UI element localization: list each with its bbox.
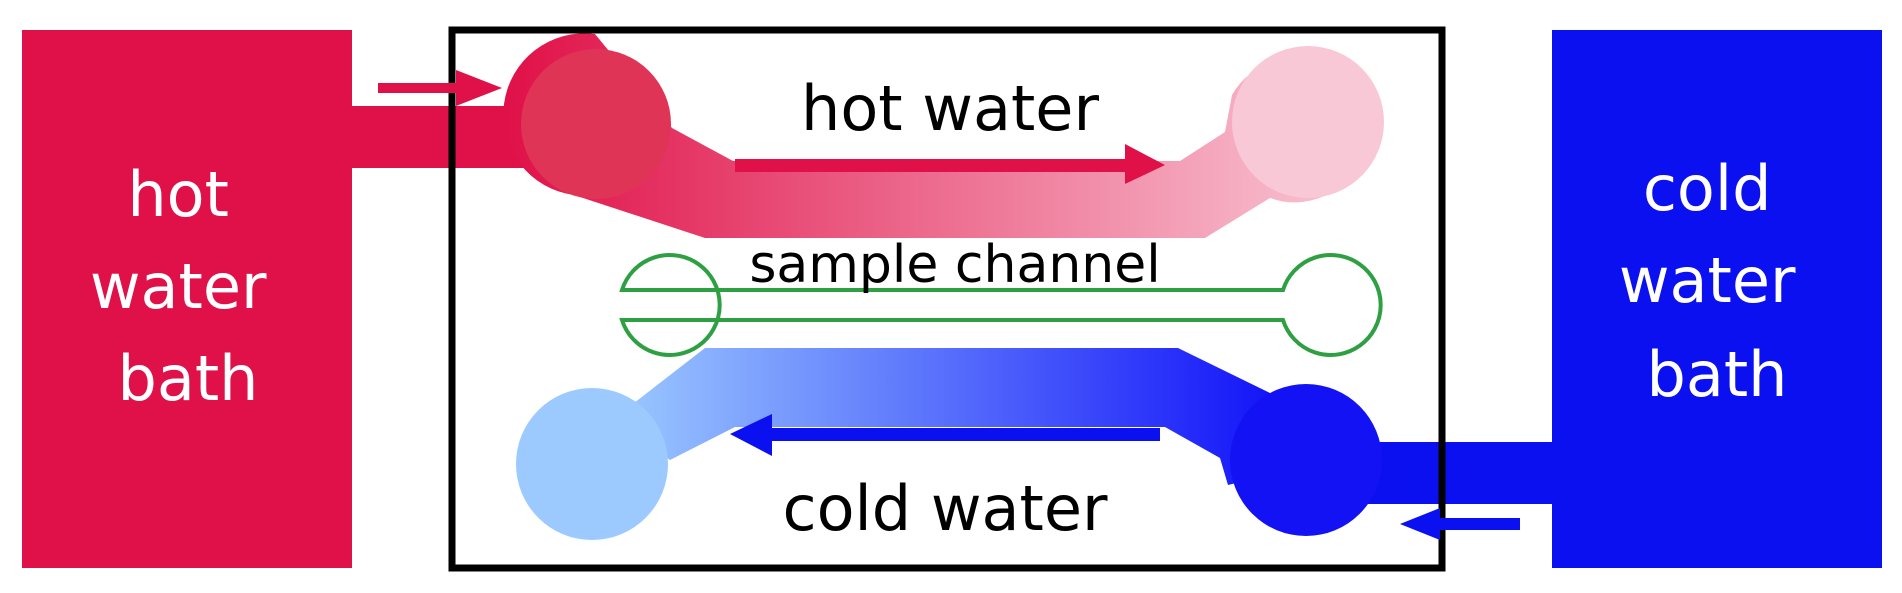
cold-channel-body bbox=[612, 348, 1290, 485]
cold-water-label: cold water bbox=[783, 472, 1108, 545]
hot-channel-body bbox=[503, 33, 1367, 239]
hot-water-channel bbox=[503, 33, 1384, 239]
sample-channel-outline bbox=[619, 253, 1383, 357]
hot-inflow-arrow bbox=[378, 70, 502, 106]
hot-bath-label-line-3: bath bbox=[118, 342, 259, 415]
hot-flow-arrow bbox=[735, 144, 1165, 184]
hot-bath-label-line-1: hot bbox=[127, 158, 229, 231]
cold-water-channel bbox=[516, 348, 1382, 540]
cold-bath-label: cold water bath bbox=[1619, 152, 1815, 411]
cold-bath-label-line-1: cold bbox=[1643, 152, 1772, 225]
hot-bath-label-line-2: water bbox=[90, 250, 267, 323]
cold-outlet-reservoir bbox=[516, 388, 668, 540]
cold-inflow-arrow bbox=[1400, 508, 1520, 540]
sample-channel-label: sample channel bbox=[749, 235, 1160, 295]
cold-flow-arrow bbox=[730, 414, 1160, 456]
hot-water-bath: hot water bath bbox=[22, 30, 352, 568]
hot-inlet-reservoir bbox=[521, 49, 671, 199]
sample-channel bbox=[619, 253, 1383, 357]
hot-water-label: hot water bbox=[801, 72, 1099, 145]
cold-inlet-tube bbox=[1360, 442, 1555, 504]
cold-bath-label-line-3: bath bbox=[1647, 338, 1788, 411]
hot-bath-label: hot water bath bbox=[90, 158, 286, 415]
chip-frame bbox=[448, 26, 1446, 572]
cold-bath-label-line-2: water bbox=[1619, 244, 1796, 317]
cold-bath-box bbox=[1552, 30, 1882, 568]
hot-bath-box bbox=[22, 30, 352, 568]
cold-inlet-reservoir bbox=[1230, 384, 1382, 536]
cold-water-bath: cold water bath bbox=[1552, 30, 1882, 568]
hot-outlet-reservoir bbox=[1232, 46, 1384, 198]
